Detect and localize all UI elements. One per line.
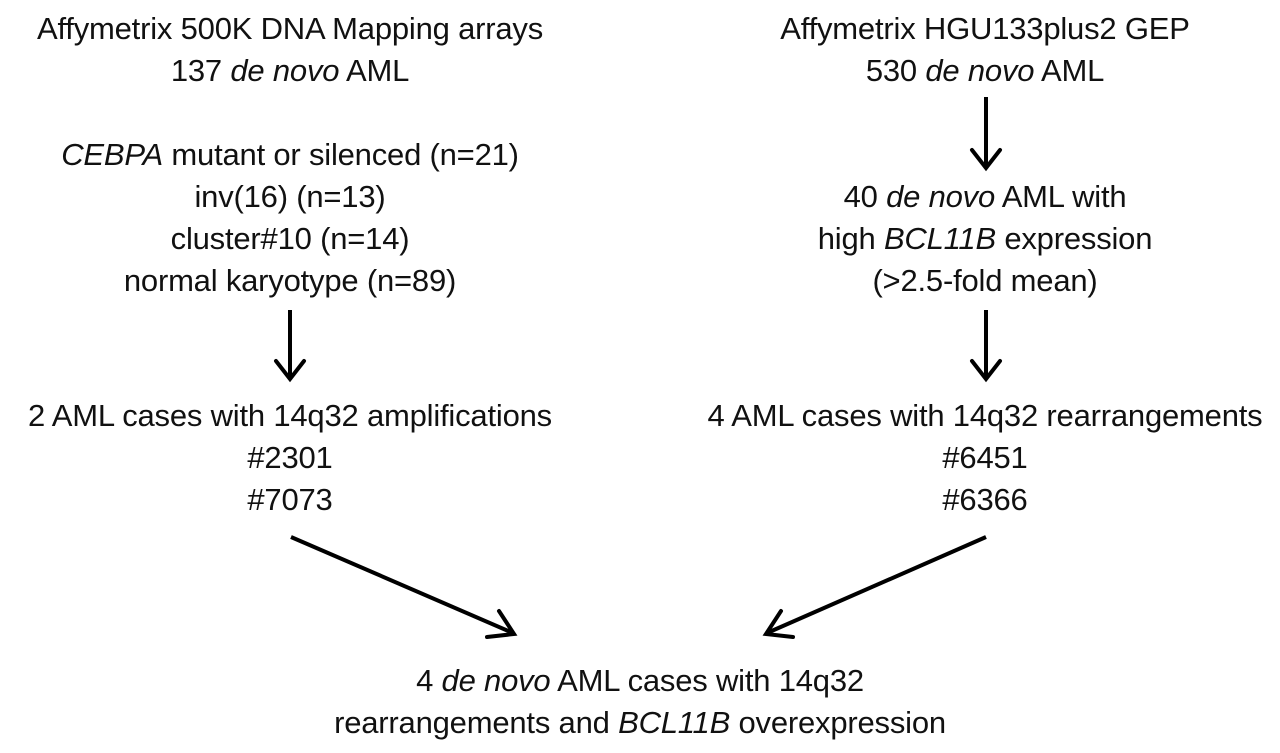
right-filter-gene: BCL11B (883, 221, 996, 256)
right-source-count: 530 (865, 53, 917, 88)
right-filter-denovo: de novo (886, 179, 995, 214)
group-normal-karyotype: normal karyotype (n=89) (123, 263, 457, 298)
left-result-node: 2 AML cases with 14q32 amplifications #2… (10, 395, 570, 521)
arrow-right-filter-to-result (970, 310, 1002, 383)
final-overexpression: overexpression (738, 705, 946, 740)
arrow-right-result-to-final (762, 535, 987, 639)
final-denovo: de novo (441, 663, 551, 698)
right-case-6366: #6366 (942, 482, 1028, 517)
right-source-node: Affymetrix HGU133plus2 GEP 530 de novo A… (700, 8, 1270, 92)
right-filter-line1: 40 de novo AML with (700, 176, 1270, 218)
final-gene: BCL11B (618, 705, 731, 740)
left-source-aml: AML (346, 53, 410, 88)
arrow-left-groups-to-result (274, 310, 306, 383)
right-source-denovo: de novo (925, 53, 1035, 88)
right-filter-expression: expression (1004, 221, 1153, 256)
right-source-cohort: 530 de novo AML (700, 50, 1270, 92)
final-aml-cases: AML cases with 14q32 (557, 663, 864, 698)
left-source-cohort: 137 de novo AML (10, 50, 570, 92)
left-case-2301: #2301 (247, 440, 333, 475)
group-cluster10: cluster#10 (n=14) (170, 221, 410, 256)
final-line2: rearrangements and BCL11B overexpression (290, 702, 990, 744)
right-filter-count: 40 (843, 179, 878, 214)
group-cebpa: CEBPA mutant or silenced (n=21) (10, 134, 570, 176)
right-source-platform: Affymetrix HGU133plus2 GEP (780, 11, 1190, 46)
left-result-title: 2 AML cases with 14q32 amplifications (28, 398, 552, 433)
left-source-count: 137 (170, 53, 222, 88)
left-source-platform: Affymetrix 500K DNA Mapping arrays (36, 11, 544, 46)
right-result-node: 4 AML cases with 14q32 rearrangements #6… (690, 395, 1280, 521)
final-rearrangements: rearrangements and (334, 705, 610, 740)
left-case-7073: #7073 (247, 482, 333, 517)
cebpa-gene: CEBPA (61, 137, 163, 172)
right-result-title: 4 AML cases with 14q32 rearrangements (707, 398, 1263, 433)
right-filter-line2: high BCL11B expression (700, 218, 1270, 260)
right-case-6451: #6451 (942, 440, 1028, 475)
left-source-node: Affymetrix 500K DNA Mapping arrays 137 d… (10, 8, 570, 92)
arrow-right-source-to-filter (970, 97, 1002, 172)
final-count: 4 (416, 663, 434, 698)
final-node: 4 de novo AML cases with 14q32 rearrange… (290, 660, 990, 744)
cebpa-desc: mutant or silenced (n=21) (171, 137, 519, 172)
group-inv16: inv(16) (n=13) (194, 179, 386, 214)
left-source-denovo: de novo (230, 53, 340, 88)
right-filter-high: high (817, 221, 876, 256)
right-filter-node: 40 de novo AML with high BCL11B expressi… (700, 176, 1270, 302)
right-source-aml: AML (1041, 53, 1105, 88)
right-filter-threshold: (>2.5-fold mean) (872, 263, 1098, 298)
arrow-left-result-to-final (290, 535, 518, 639)
final-line1: 4 de novo AML cases with 14q32 (290, 660, 990, 702)
left-groups-node: CEBPA mutant or silenced (n=21) inv(16) … (10, 134, 570, 302)
right-filter-aml-with: AML with (1001, 179, 1127, 214)
